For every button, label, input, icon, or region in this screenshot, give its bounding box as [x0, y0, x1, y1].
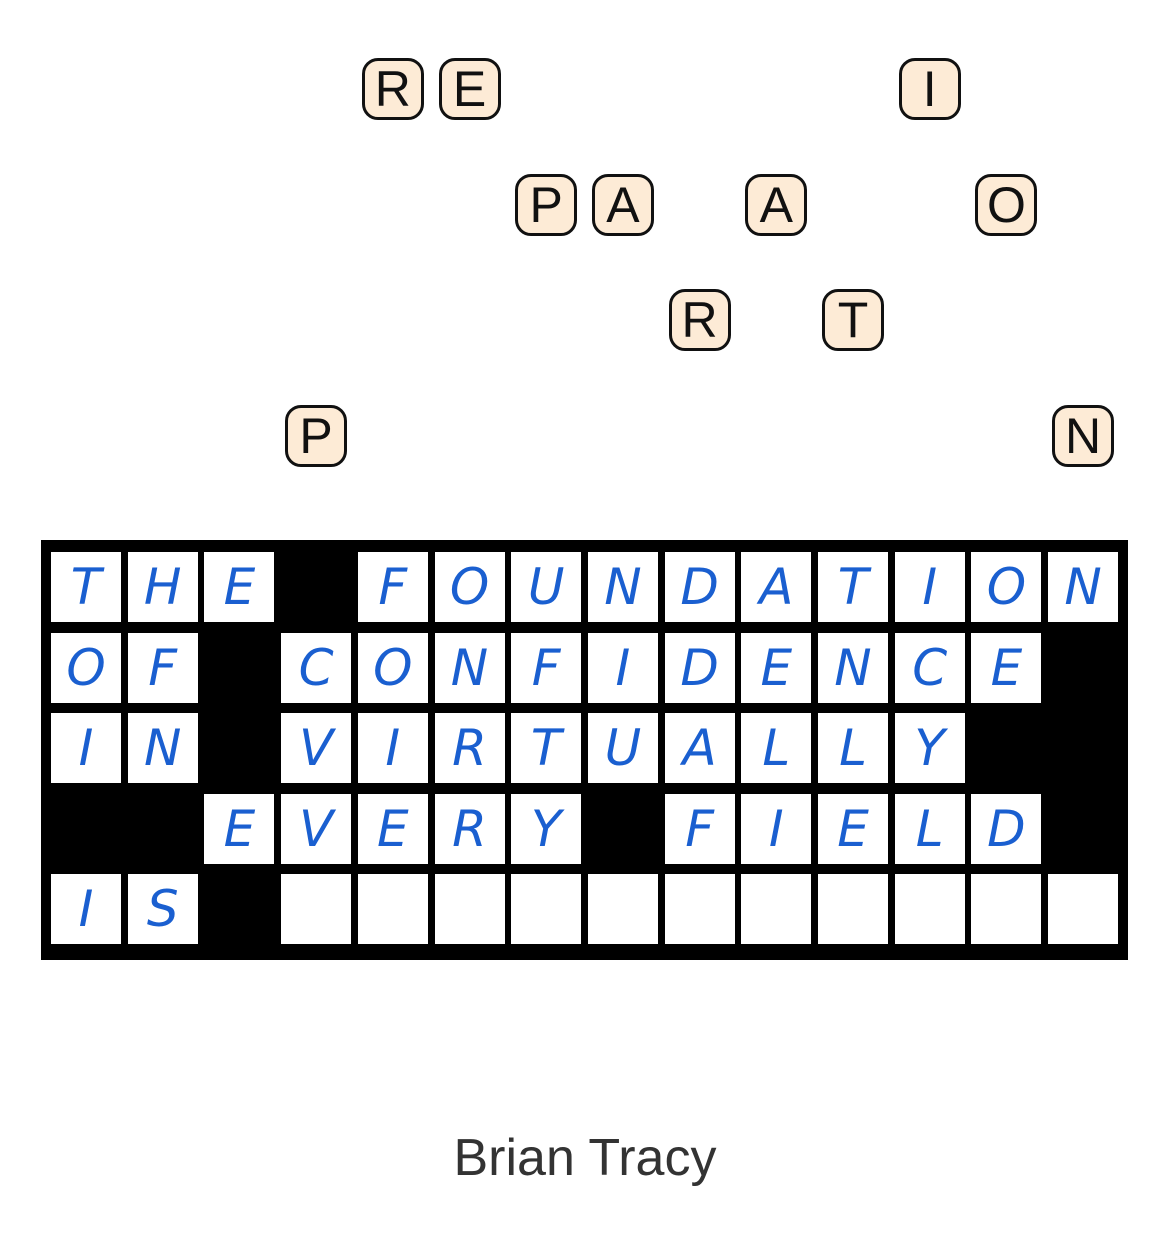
filled-cell[interactable]: E — [204, 552, 275, 622]
letter-tile[interactable]: A — [745, 173, 808, 236]
filled-cell[interactable]: T — [818, 552, 888, 622]
filled-cell[interactable]: I — [741, 793, 812, 864]
filled-cell[interactable]: N — [818, 632, 888, 703]
filled-cell[interactable]: N — [1048, 552, 1119, 622]
filled-cell[interactable]: F — [357, 552, 428, 622]
filled-cell[interactable]: H — [127, 552, 198, 622]
filled-cell[interactable]: U — [587, 713, 658, 784]
filled-cell[interactable]: V — [281, 793, 352, 864]
filled-cell[interactable]: E — [971, 632, 1042, 703]
empty-cell[interactable] — [971, 874, 1042, 945]
filled-cell[interactable]: L — [741, 713, 812, 784]
filled-cell[interactable]: D — [664, 632, 735, 703]
filled-cell[interactable]: I — [587, 632, 658, 703]
letter-tile[interactable]: N — [1052, 404, 1115, 467]
quote-author: Brian Tracy — [453, 1129, 717, 1187]
filled-cell[interactable]: O — [971, 552, 1042, 622]
filled-cell[interactable]: A — [664, 713, 735, 784]
filled-cell[interactable]: E — [818, 793, 888, 864]
empty-cell[interactable] — [281, 874, 352, 945]
filled-cell[interactable]: T — [51, 552, 121, 622]
letter-tile[interactable]: I — [898, 58, 961, 120]
filled-cell[interactable]: O — [434, 552, 505, 622]
filled-cell[interactable]: N — [127, 713, 198, 784]
filled-cell[interactable]: I — [357, 713, 428, 784]
filled-cell[interactable]: F — [511, 632, 582, 703]
letter-tile[interactable]: R — [668, 289, 731, 351]
filled-cell[interactable]: C — [894, 632, 965, 703]
filled-cell[interactable]: E — [204, 793, 275, 864]
filled-cell[interactable]: Y — [894, 713, 965, 784]
filled-cell[interactable]: E — [357, 793, 428, 864]
filled-cell[interactable]: S — [127, 874, 198, 945]
filled-cell[interactable]: R — [434, 793, 505, 864]
letter-tile[interactable]: P — [515, 173, 578, 236]
filled-cell[interactable]: F — [664, 793, 735, 864]
letter-tile[interactable]: P — [285, 404, 348, 467]
filled-cell[interactable]: C — [281, 632, 352, 703]
empty-cell[interactable] — [741, 874, 812, 945]
filled-cell[interactable]: N — [587, 552, 658, 622]
filled-cell[interactable]: I — [51, 713, 121, 784]
filled-cell[interactable]: O — [51, 632, 121, 703]
filled-cell[interactable]: L — [894, 793, 965, 864]
filled-cell[interactable]: N — [434, 632, 505, 703]
empty-cell[interactable] — [587, 874, 658, 945]
filled-cell[interactable]: F — [127, 632, 198, 703]
filled-cell[interactable]: U — [511, 552, 582, 622]
filled-cell[interactable]: I — [894, 552, 965, 622]
empty-cell[interactable] — [894, 874, 965, 945]
empty-cell[interactable] — [818, 874, 888, 945]
empty-cell[interactable] — [434, 874, 505, 945]
filled-cell[interactable]: E — [741, 632, 812, 703]
letter-tile[interactable]: T — [822, 289, 884, 351]
empty-cell[interactable] — [511, 874, 582, 945]
filled-cell[interactable]: R — [434, 713, 505, 784]
filled-cell[interactable]: I — [51, 874, 121, 945]
filled-cell[interactable]: Y — [511, 793, 582, 864]
filled-cell[interactable]: A — [741, 552, 812, 622]
letter-tile[interactable]: R — [361, 58, 424, 120]
filled-cell[interactable]: D — [664, 552, 735, 622]
letter-tile[interactable]: A — [591, 173, 654, 236]
filled-cell[interactable]: L — [818, 713, 888, 784]
filled-cell[interactable]: V — [281, 713, 352, 784]
letter-tile[interactable]: E — [438, 58, 501, 120]
empty-cell[interactable] — [664, 874, 735, 945]
letter-tile[interactable]: O — [975, 173, 1038, 236]
empty-cell[interactable] — [1048, 874, 1119, 945]
filled-cell[interactable]: D — [971, 793, 1042, 864]
filled-cell[interactable]: O — [357, 632, 428, 703]
filled-cell[interactable]: T — [511, 713, 582, 784]
empty-cell[interactable] — [357, 874, 428, 945]
